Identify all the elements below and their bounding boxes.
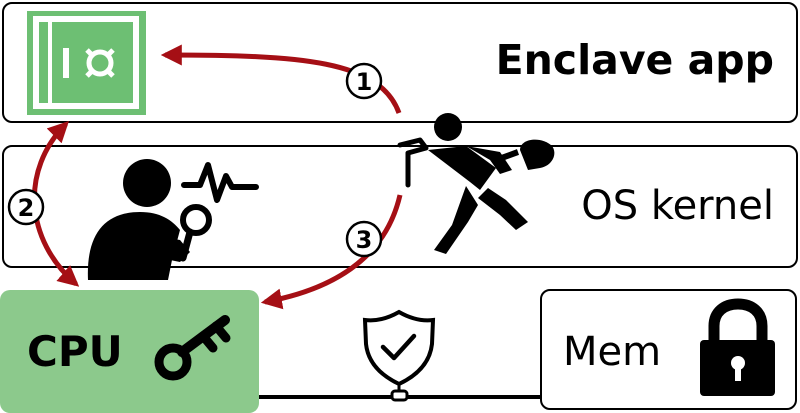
cpu-label: CPU (27, 327, 123, 376)
enclave-app-label: Enclave app (495, 36, 774, 84)
step-3-badge: 3 (345, 220, 383, 258)
arrow-step-3 (260, 194, 403, 310)
os-kernel-label: OS kernel (581, 183, 774, 229)
step-2-badge: 2 (7, 188, 45, 226)
step-3-label: 3 (356, 226, 373, 254)
step-1-label: 1 (356, 68, 373, 96)
safe-icon (27, 11, 146, 115)
key-icon (154, 315, 231, 381)
step-2-label: 2 (18, 194, 35, 222)
memory-label: Mem (563, 329, 662, 375)
inspector-icon (87, 159, 259, 280)
arrow-step-1 (160, 44, 402, 114)
thief-icon (397, 113, 555, 254)
padlock-icon (700, 298, 775, 396)
step-1-badge: 1 (345, 62, 383, 100)
cpu-box (0, 290, 259, 413)
shield-check-icon (362, 309, 436, 402)
